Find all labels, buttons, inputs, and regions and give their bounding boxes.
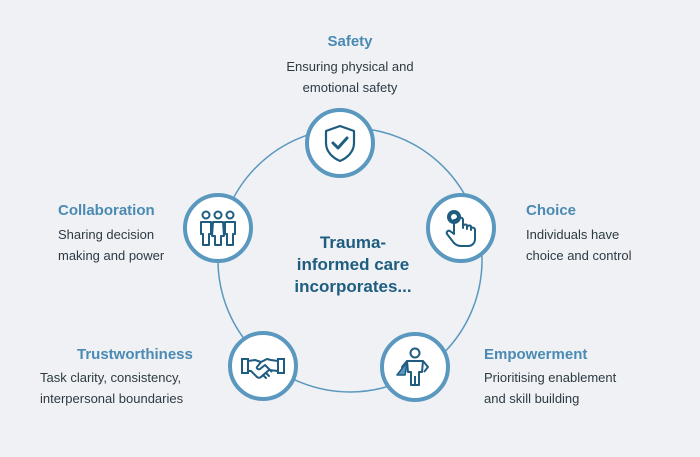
safety-desc-line: Ensuring physical and [286, 59, 414, 74]
hand-pointer-icon [445, 210, 476, 247]
trustworthiness-description: Task clarity, consistency, interpersonal… [40, 367, 183, 409]
center-line: informed care [296, 255, 410, 274]
center-caption: Trauma- informed care incorporates... [268, 232, 438, 298]
safety-node [305, 108, 375, 178]
empowerment-node [380, 332, 450, 402]
empowerment-description: Prioritising enablement and skill buildi… [484, 367, 616, 409]
trustworthiness-node [228, 331, 298, 401]
empowerment-desc-line: and skill building [484, 391, 580, 406]
center-line: Trauma- [319, 233, 387, 252]
group-people-icon [200, 210, 236, 246]
safety-desc-line: emotional safety [302, 80, 398, 95]
choice-desc-line: Individuals have [526, 227, 620, 242]
collaboration-description: Sharing decision making and power [58, 224, 164, 266]
superhero-icon [396, 347, 429, 386]
empowerment-title: Empowerment [484, 346, 588, 363]
safety-title: Safety [327, 33, 373, 50]
choice-desc-line: choice and control [526, 248, 632, 263]
collaboration-node [183, 193, 253, 263]
collaboration-desc-line: Sharing decision [58, 227, 155, 242]
trustworthiness-desc-line: Task clarity, consistency, [40, 370, 182, 385]
empowerment-desc-line: Prioritising enablement [484, 370, 617, 385]
choice-title: Choice [526, 202, 577, 219]
choice-description: Individuals have choice and control [526, 224, 632, 266]
trustworthiness-title: Trustworthiness [77, 346, 193, 363]
handshake-icon [241, 358, 285, 379]
center-line: incorporates... [294, 277, 412, 296]
collaboration-desc-line: making and power [58, 248, 165, 263]
collaboration-title: Collaboration [58, 202, 155, 219]
shield-check-icon [324, 124, 356, 163]
choice-node [426, 193, 496, 263]
trustworthiness-desc-line: interpersonal boundaries [40, 391, 184, 406]
safety-description: Ensuring physical and emotional safety [0, 56, 700, 98]
